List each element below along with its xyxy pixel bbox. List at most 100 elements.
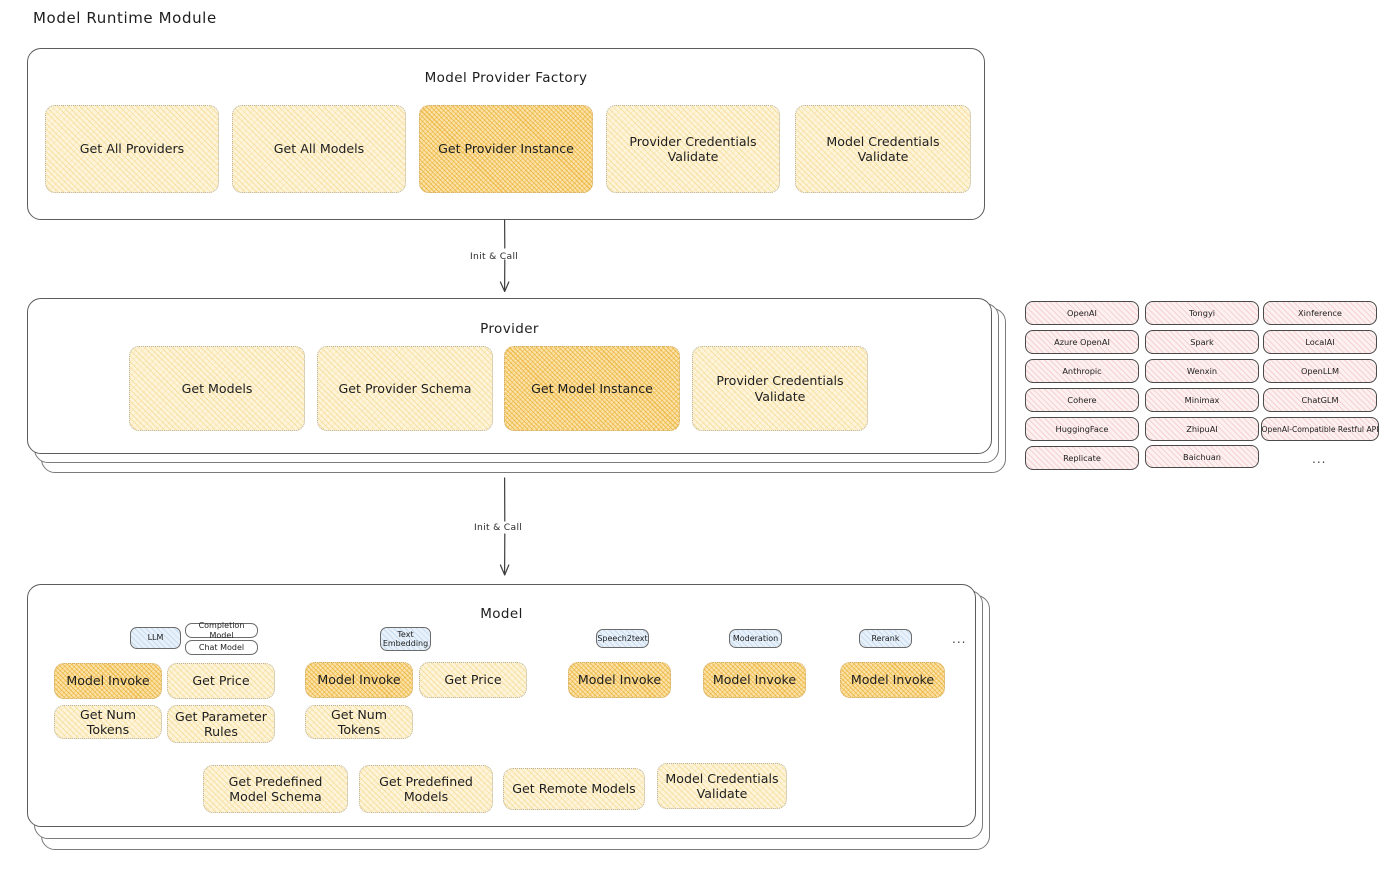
llm-method-label: Model Invoke bbox=[66, 673, 150, 689]
model-container: Model bbox=[27, 584, 976, 827]
provider-chip-label: OpenLLM bbox=[1300, 366, 1340, 376]
provider-method-get-provider-schema[interactable]: Get Provider Schema bbox=[317, 346, 493, 431]
provider-chip-label: Cohere bbox=[1067, 395, 1097, 405]
provider-chip-label: Tongyi bbox=[1188, 308, 1216, 318]
provider-chip-openai-compatible-restful-api[interactable]: OpenAI-Compatible Restful API bbox=[1261, 417, 1379, 441]
provider-method-label: Get Models bbox=[181, 380, 253, 396]
speech2text-method-model-invoke[interactable]: Model Invoke bbox=[568, 662, 671, 698]
provider-method-label: Provider Credentials Validate bbox=[716, 373, 844, 404]
text-embedding-method-label: Model Invoke bbox=[317, 672, 401, 688]
provider-title: Provider bbox=[480, 321, 539, 337]
provider-chip-localai[interactable]: LocalAI bbox=[1263, 330, 1377, 354]
provider-chip-minimax[interactable]: Minimax bbox=[1145, 388, 1259, 412]
provider-chip-label: Spark bbox=[1190, 337, 1214, 347]
llm-method-label: Get Num Tokens bbox=[79, 706, 137, 737]
text-embedding-method-get-num-tokens[interactable]: Get Num Tokens bbox=[305, 705, 413, 739]
model-type-label: Moderation bbox=[732, 633, 779, 643]
provider-chip-label: Azure OpenAI bbox=[1054, 337, 1110, 347]
model-types-more-indicator: ... bbox=[952, 632, 967, 646]
provider-method-label: Get Model Instance bbox=[531, 380, 653, 396]
rerank-method-model-invoke[interactable]: Model Invoke bbox=[840, 662, 945, 698]
rerank-method-label: Model Invoke bbox=[850, 672, 935, 688]
moderation-method-label: Model Invoke bbox=[712, 672, 797, 688]
provider-chip-wenxin[interactable]: Wenxin bbox=[1145, 359, 1259, 383]
text-embedding-method-get-price[interactable]: Get Price bbox=[419, 662, 527, 698]
speech2text-method-label: Model Invoke bbox=[577, 672, 662, 688]
model-type-label: LLM bbox=[147, 633, 164, 643]
provider-chip-zhipuai[interactable]: ZhipuAI bbox=[1145, 417, 1259, 441]
provider-chip-label: Wenxin bbox=[1186, 366, 1218, 376]
moderation-method-model-invoke[interactable]: Model Invoke bbox=[703, 662, 806, 698]
provider-method-get-model-instance[interactable]: Get Model Instance bbox=[504, 346, 680, 431]
provider-chip-label: Minimax bbox=[1184, 395, 1220, 405]
model-type-chip-rerank[interactable]: Rerank bbox=[859, 629, 912, 648]
model-type-label: Text Embedding bbox=[382, 629, 429, 648]
provider-chip-label: OpenAI-Compatible Restful API bbox=[1261, 424, 1379, 434]
arrow-factory-to-provider bbox=[499, 219, 510, 293]
provider-list-more-indicator: ... bbox=[1312, 452, 1327, 466]
model-title: Model bbox=[480, 606, 523, 622]
provider-chip-label: Xinference bbox=[1298, 308, 1342, 318]
provider-chip-label: HuggingFace bbox=[1055, 424, 1109, 434]
provider-method-label: Get Provider Schema bbox=[338, 380, 472, 396]
model-type-chip-text-embedding[interactable]: Text Embedding bbox=[380, 627, 431, 651]
model-shared-method-get-predefined-models[interactable]: Get Predefined Models bbox=[359, 765, 493, 813]
provider-chip-replicate[interactable]: Replicate bbox=[1025, 446, 1139, 470]
llm-method-get-price[interactable]: Get Price bbox=[167, 663, 275, 699]
model-subtype-chip-chat-model[interactable]: Chat Model bbox=[185, 640, 258, 655]
provider-chip-openllm[interactable]: OpenLLM bbox=[1263, 359, 1377, 383]
factory-method-model-credentials-validate[interactable]: Model Credentials Validate bbox=[795, 105, 971, 193]
provider-chip-cohere[interactable]: Cohere bbox=[1025, 388, 1139, 412]
provider-chip-label: OpenAI bbox=[1067, 308, 1097, 318]
provider-chip-azure-openai[interactable]: Azure OpenAI bbox=[1025, 330, 1139, 354]
factory-method-get-all-providers[interactable]: Get All Providers bbox=[45, 105, 219, 193]
provider-chip-xinference[interactable]: Xinference bbox=[1263, 301, 1377, 325]
provider-chip-label: Replicate bbox=[1063, 453, 1101, 463]
provider-chip-label: Anthropic bbox=[1062, 366, 1102, 376]
factory-method-label: Provider Credentials Validate bbox=[629, 133, 757, 164]
text-embedding-method-model-invoke[interactable]: Model Invoke bbox=[305, 662, 413, 698]
llm-method-model-invoke[interactable]: Model Invoke bbox=[54, 663, 162, 699]
page-title: Model Runtime Module bbox=[33, 9, 217, 27]
arrow-provider-to-model bbox=[499, 477, 510, 576]
model-shared-method-get-remote-models[interactable]: Get Remote Models bbox=[503, 768, 645, 810]
provider-chip-label: Baichuan bbox=[1183, 451, 1221, 462]
factory-method-label: Get Provider Instance bbox=[438, 141, 574, 157]
factory-method-label: Get All Providers bbox=[79, 141, 185, 157]
factory-method-get-all-models[interactable]: Get All Models bbox=[232, 105, 406, 193]
llm-method-get-parameter-rules[interactable]: Get Parameter Rules bbox=[167, 705, 275, 743]
model-subtype-label: Completion Model bbox=[198, 621, 245, 640]
arrow-label-init-and-call-1: Init & Call bbox=[470, 251, 519, 262]
factory-method-provider-credentials-validate[interactable]: Provider Credentials Validate bbox=[606, 105, 780, 193]
model-shared-method-get-predefined-model-schema[interactable]: Get Predefined Model Schema bbox=[203, 765, 348, 813]
provider-chip-chatglm[interactable]: ChatGLM bbox=[1263, 388, 1377, 412]
provider-chip-label: ChatGLM bbox=[1301, 395, 1339, 405]
model-subtype-chip-completion-model[interactable]: Completion Model bbox=[185, 621, 258, 640]
arrow-label-init-and-call-2: Init & Call bbox=[474, 522, 523, 533]
provider-method-get-models[interactable]: Get Models bbox=[129, 346, 305, 431]
provider-chip-label: LocalAI bbox=[1305, 337, 1335, 347]
model-shared-method-label: Model Credentials Validate bbox=[665, 770, 779, 801]
provider-chip-anthropic[interactable]: Anthropic bbox=[1025, 359, 1139, 383]
model-shared-method-label: Get Predefined Models bbox=[379, 773, 473, 804]
model-shared-method-label: Get Predefined Model Schema bbox=[228, 773, 323, 804]
provider-method-provider-credentials-validate[interactable]: Provider Credentials Validate bbox=[692, 346, 868, 431]
model-shared-method-model-credentials-validate[interactable]: Model Credentials Validate bbox=[657, 763, 787, 809]
text-embedding-method-label: Get Num Tokens bbox=[330, 706, 388, 737]
model-type-chip-speech2text[interactable]: Speech2text bbox=[596, 629, 649, 648]
model-subtype-label: Chat Model bbox=[198, 642, 245, 652]
provider-chip-baichuan[interactable]: Baichuan bbox=[1145, 445, 1259, 468]
provider-chip-label: ZhipuAI bbox=[1186, 424, 1218, 434]
text-embedding-method-label: Get Price bbox=[444, 672, 502, 688]
model-type-chip-llm[interactable]: LLM bbox=[130, 627, 181, 649]
llm-method-label: Get Price bbox=[192, 673, 250, 689]
provider-chip-openai[interactable]: OpenAI bbox=[1025, 301, 1139, 325]
provider-chip-spark[interactable]: Spark bbox=[1145, 330, 1259, 354]
provider-chip-tongyi[interactable]: Tongyi bbox=[1145, 301, 1259, 325]
provider-chip-huggingface[interactable]: HuggingFace bbox=[1025, 417, 1139, 441]
model-provider-factory-title: Model Provider Factory bbox=[424, 70, 588, 86]
llm-method-get-num-tokens[interactable]: Get Num Tokens bbox=[54, 705, 162, 739]
factory-method-get-provider-instance[interactable]: Get Provider Instance bbox=[419, 105, 593, 193]
model-type-label: Speech2text bbox=[597, 633, 648, 643]
model-type-chip-moderation[interactable]: Moderation bbox=[729, 629, 782, 648]
